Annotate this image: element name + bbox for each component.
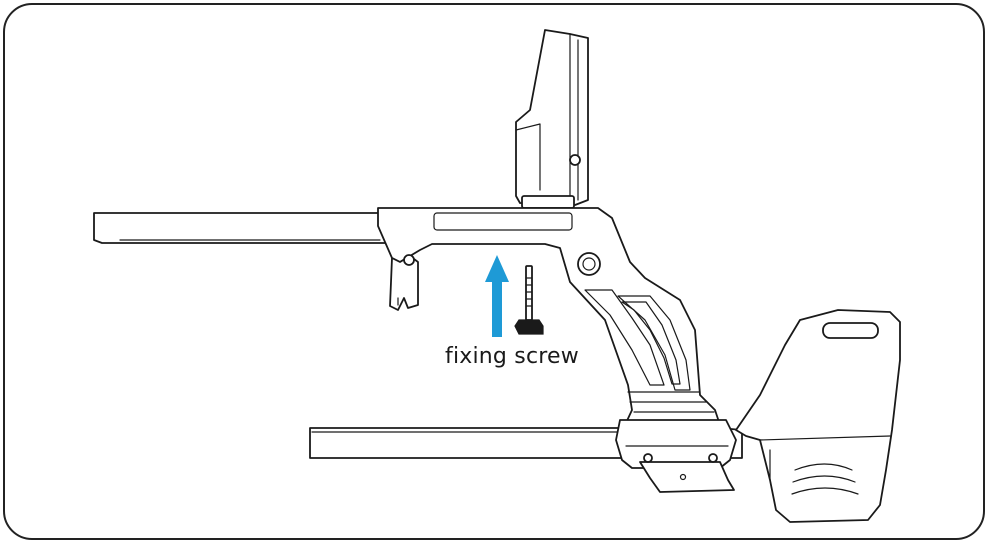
upper-rod: [93, 212, 386, 244]
arm-cuff: [735, 309, 901, 523]
handle-body: [377, 207, 721, 426]
display-unit: [515, 29, 589, 209]
diagram-border: [3, 3, 985, 540]
fixing-screw-label: fixing screw: [445, 344, 579, 369]
up-arrow-icon: [485, 255, 509, 337]
fixing-screw-icon: [514, 265, 544, 335]
lower-clamp: [615, 419, 737, 493]
